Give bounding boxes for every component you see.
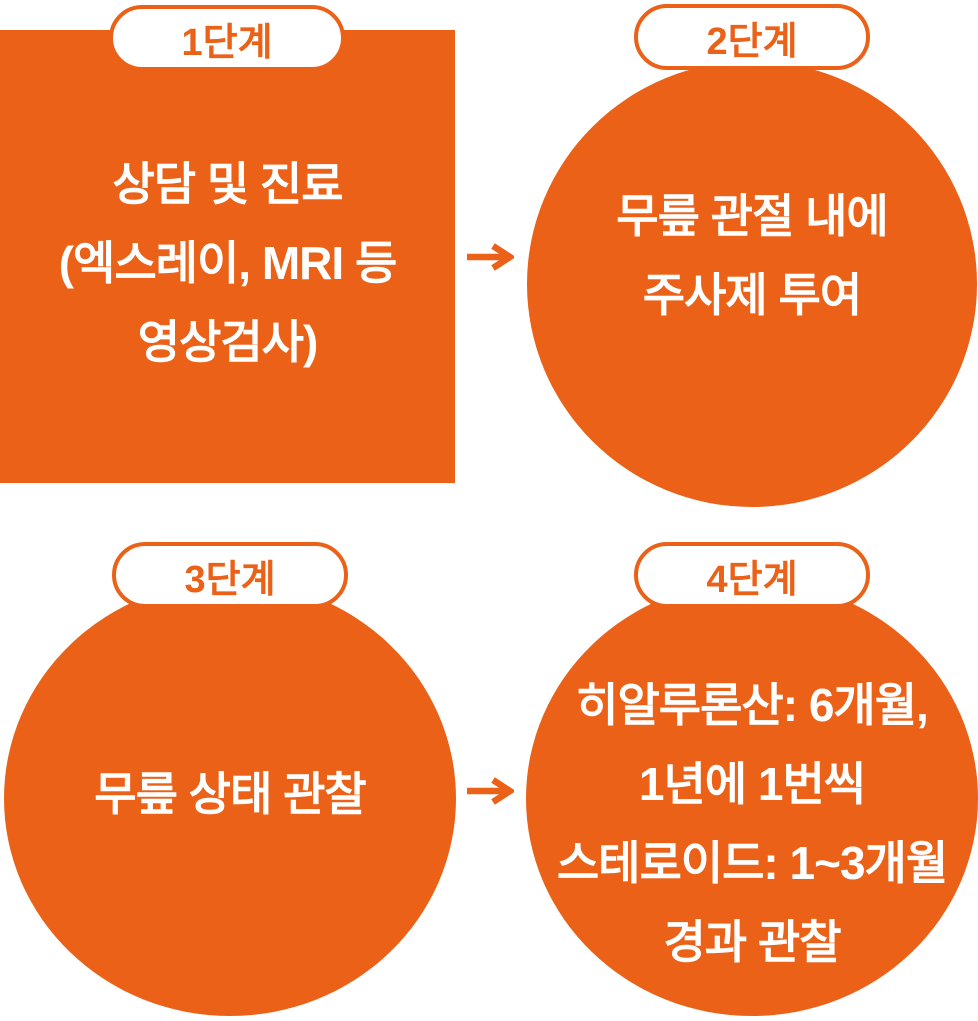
step-1-line: 영상검사) <box>137 316 319 368</box>
step-1-line: (엑스레이, MRI 등 <box>58 237 398 289</box>
step-3-shape: 무릎 상태 관찰 <box>4 581 456 1016</box>
step-1-text: 상담 및 진료 (엑스레이, MRI 등 영상검사) <box>58 145 398 382</box>
step-4-text: 히알루론산: 6개월, 1년에 1번씩 스테로이드: 1~3개월 경과 관찰 <box>556 666 948 982</box>
step-1-badge-label: 1단계 <box>181 21 273 64</box>
step-2-badge-label: 2단계 <box>706 20 798 63</box>
step-1-line: 상담 및 진료 <box>112 158 343 210</box>
step-4-shape: 히알루론산: 6개월, 1년에 1번씩 스테로이드: 1~3개월 경과 관찰 <box>526 581 978 1016</box>
step-2-text: 무릎 관절 내에 주사제 투여 <box>616 177 888 335</box>
step-4-line: 스테로이드: 1~3개월 <box>556 836 948 889</box>
step-3-badge: 3단계 <box>112 542 348 608</box>
step-1-badge: 1단계 <box>109 5 345 71</box>
step-3-text: 무릎 상태 관찰 <box>94 755 366 834</box>
step-2-line: 주사제 투여 <box>642 269 862 321</box>
step-2-shape: 무릎 관절 내에 주사제 투여 <box>527 61 977 507</box>
step-3-badge-label: 3단계 <box>184 558 276 601</box>
step-3-line: 무릎 상태 관찰 <box>94 768 366 820</box>
arrow-right-icon <box>466 776 514 806</box>
step-4-badge-label: 4단계 <box>706 558 798 601</box>
step-2-badge: 2단계 <box>634 4 870 70</box>
arrow-right-icon <box>466 242 514 272</box>
step-4-line: 1년에 1번씩 <box>638 757 866 810</box>
step-2-line: 무릎 관절 내에 <box>616 190 888 242</box>
step-4-line: 경과 관찰 <box>663 915 841 968</box>
step-4-badge: 4단계 <box>634 542 870 608</box>
step-1-shape: 상담 및 진료 (엑스레이, MRI 등 영상검사) <box>0 30 455 483</box>
step-4-line: 히알루론산: 6개월, <box>576 678 929 731</box>
